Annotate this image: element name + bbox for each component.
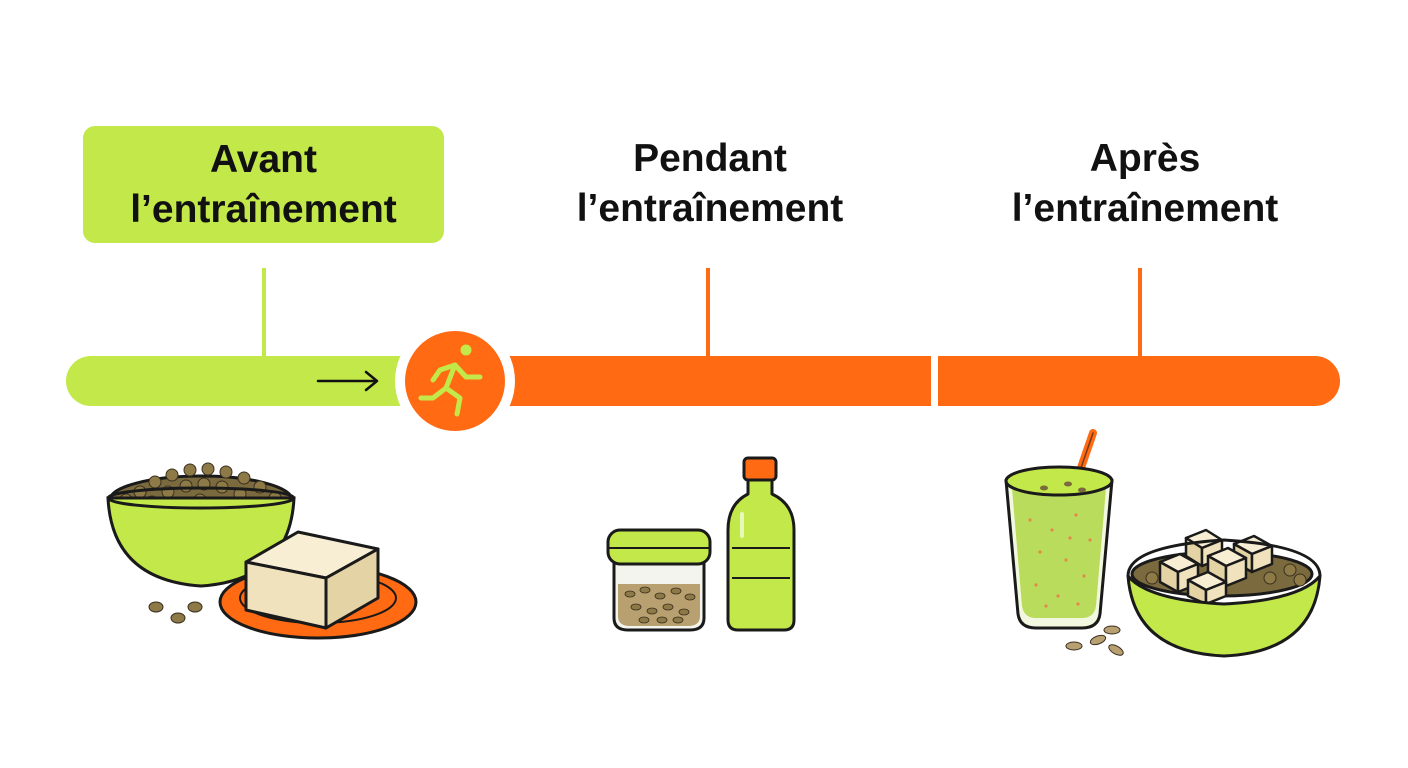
phase-label-after-line1: Après (1089, 137, 1201, 180)
phase-label-before-line1: Avant (210, 138, 317, 181)
tofu-lentil-bowl-icon (1126, 528, 1322, 658)
phase-label-before-line2: l’entraînement (130, 188, 397, 231)
timeline-segment-after-square (938, 356, 968, 406)
phase-label-after-line2: l’entraînement (1011, 187, 1279, 230)
seed-jar-icon (606, 528, 712, 632)
timeline-segment-before (66, 356, 426, 406)
arrow-right-icon (316, 370, 379, 392)
phase-label-during: Pendant l’entraînement (540, 134, 880, 238)
phase-label-before: Avant l’entraînement (83, 126, 444, 243)
water-bottle-icon (726, 456, 796, 632)
scattered-seeds (1065, 625, 1124, 656)
lentil-bowl-icon (106, 462, 296, 588)
phase-label-after: Après l’entraînement (975, 134, 1315, 238)
timeline-segment-during (490, 356, 931, 406)
phase-label-during-line1: Pendant (633, 137, 787, 180)
running-person-icon (395, 321, 515, 441)
phase-label-during-line2: l’entraînement (576, 187, 844, 230)
smoothie-glass-icon (1004, 429, 1114, 630)
scattered-lentils (148, 601, 203, 624)
tofu-block-icon (218, 530, 418, 640)
timeline-segment-after (938, 356, 1340, 406)
